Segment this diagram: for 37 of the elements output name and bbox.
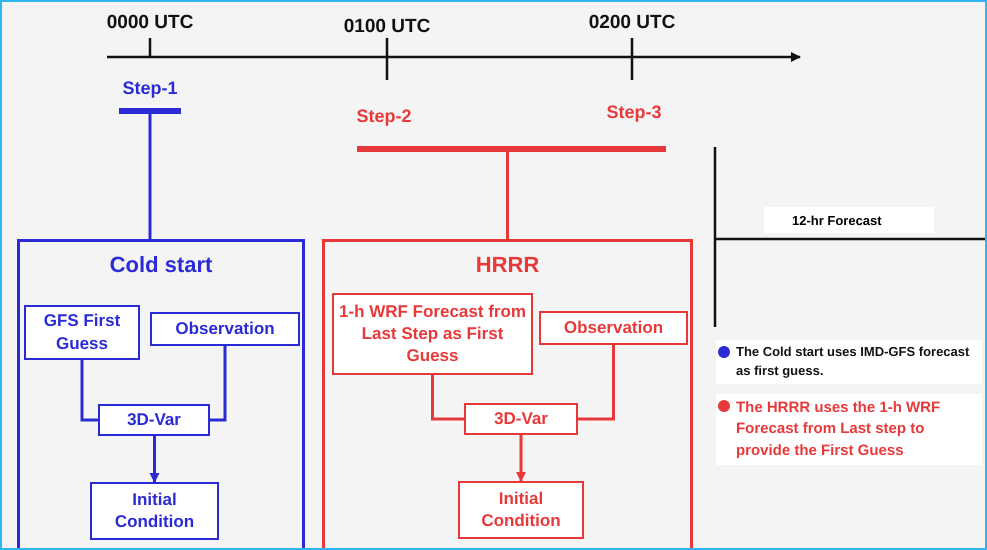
box-label: Observation — [174, 318, 276, 340]
connector-line — [80, 360, 98, 422]
model-panel — [17, 239, 305, 548]
time-label: 0000 UTC — [106, 12, 194, 34]
process-box — [150, 312, 300, 346]
time-label: 0100 UTC — [344, 16, 430, 38]
model-panel — [322, 239, 693, 548]
box-label: GFS First Guess — [42, 310, 122, 354]
arrow — [150, 436, 160, 483]
box-label: Initial Condition — [480, 488, 562, 532]
process-box — [458, 481, 584, 539]
panel-title: HRRR — [474, 252, 540, 278]
time-label: 0200 UTC — [588, 12, 676, 34]
connector-line — [578, 345, 615, 420]
legend-text: The HRRR uses the 1-h WRF Forecast from Last step to provide the First Guess — [736, 398, 942, 462]
connector-line — [210, 346, 226, 422]
box-label: 3D-Var — [126, 408, 182, 431]
connector-line — [148, 114, 152, 239]
process-box — [24, 305, 140, 360]
process-box — [539, 311, 688, 345]
step-label: Step-3 — [606, 102, 662, 123]
legend-text: The Cold start uses IMD-GFS forecast as first guess. — [736, 343, 970, 380]
arrow — [516, 435, 526, 482]
box-label: 1-h WRF Forecast from Last Step as First Guess — [338, 300, 528, 368]
step-label: Step-2 — [356, 106, 412, 127]
process-box — [464, 403, 578, 435]
step-label: Step-1 — [122, 78, 178, 99]
box-label: Initial Condition — [114, 488, 196, 533]
box-label: Observation — [562, 316, 664, 339]
process-box — [332, 293, 533, 375]
process-box — [98, 404, 210, 436]
process-box — [90, 482, 219, 540]
connector-line — [431, 375, 464, 420]
box-label: 3D-Var — [493, 408, 549, 430]
connector-line — [506, 152, 509, 239]
forecast-label: 12-hr Forecast — [764, 207, 934, 233]
panel-title: Cold start — [108, 252, 214, 278]
